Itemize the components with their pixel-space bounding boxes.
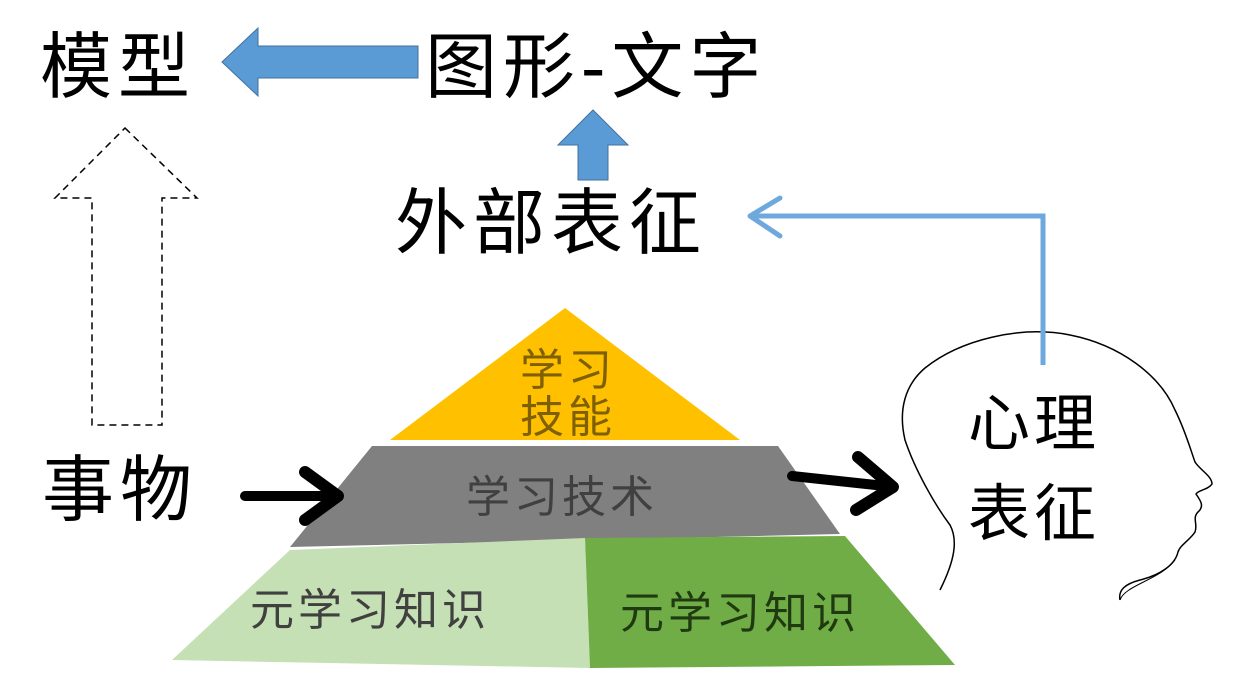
dashed-up-arrow-icon xyxy=(53,126,199,426)
model-label: 模型 xyxy=(40,25,196,109)
middle-layer-text: 学习技术 xyxy=(466,472,658,523)
pyramid-to-mind-arrow-icon xyxy=(787,451,899,516)
things-label: 事物 xyxy=(42,448,198,532)
pyramid-middle-layer xyxy=(290,446,840,547)
bottom-right-layer-text: 元学习知识 xyxy=(620,588,860,639)
mental-representation-line1: 心理 xyxy=(968,387,1100,460)
graphic-text-label: 图形-文字 xyxy=(425,25,767,109)
external-representation-label: 外部表征 xyxy=(395,181,707,265)
top-layer-text-line1: 学习 xyxy=(520,345,616,396)
pyramid-bottom-left-layer xyxy=(172,538,590,668)
top-layer-text-line2: 技能 xyxy=(520,392,616,443)
head-outline-chin-icon xyxy=(1119,559,1176,601)
mental-representation-line2: 表征 xyxy=(968,477,1100,550)
pyramid-bottom-right-layer xyxy=(585,536,955,668)
bottom-left-layer-text: 元学习知识 xyxy=(250,585,490,636)
connector-arrowhead-icon xyxy=(747,195,783,239)
things-to-pyramid-arrow-icon xyxy=(240,466,344,526)
head-outline-icon xyxy=(901,331,1213,601)
mind-to-external-connector xyxy=(747,195,1046,365)
pyramid-top-layer xyxy=(390,308,740,440)
up-arrow-icon xyxy=(556,109,630,181)
left-arrow-icon xyxy=(221,26,419,98)
